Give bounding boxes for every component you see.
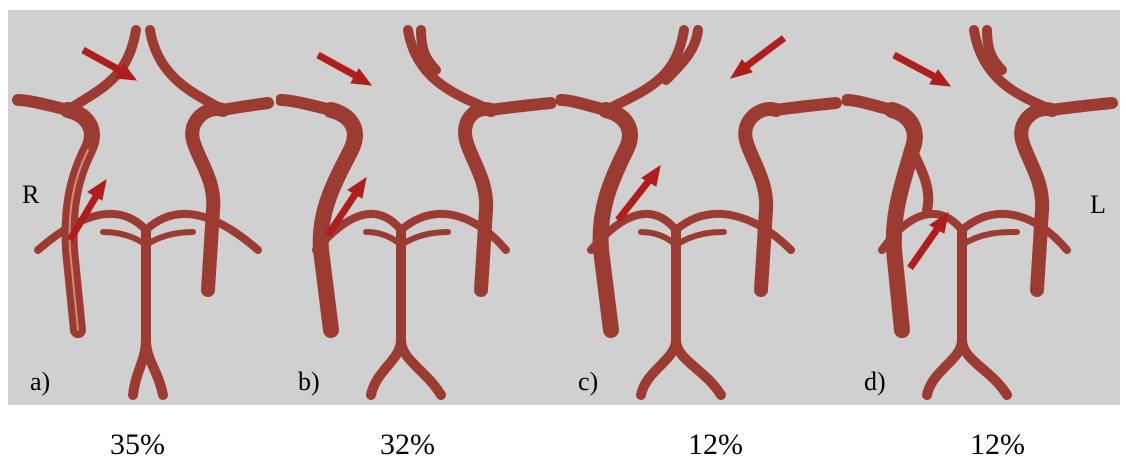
vessel-diagram-a xyxy=(8,10,278,405)
vessel-diagram-d xyxy=(842,10,1120,405)
panel-label-c: c) xyxy=(578,367,598,397)
panel-label-d: d) xyxy=(864,367,886,397)
percent-a: 35% xyxy=(110,428,165,462)
side-label-left: L xyxy=(1090,190,1106,220)
arteries-d xyxy=(847,30,1112,395)
percent-c: 12% xyxy=(688,428,743,462)
panel-b: b) xyxy=(276,10,556,405)
arteries-c xyxy=(561,30,836,395)
panel-label-a: a) xyxy=(30,367,50,397)
panel-a: a) R xyxy=(8,10,278,405)
vessel-diagram-c xyxy=(556,10,842,405)
vessel-diagram-b xyxy=(276,10,556,405)
percent-b: 32% xyxy=(380,428,435,462)
arteries-b xyxy=(281,30,551,395)
side-label-right: R xyxy=(22,180,39,210)
panel-label-b: b) xyxy=(298,367,320,397)
panel-d: d) L xyxy=(842,10,1120,405)
panel-c: c) xyxy=(556,10,842,405)
arteries-a xyxy=(18,30,268,395)
percent-d: 12% xyxy=(970,428,1025,462)
